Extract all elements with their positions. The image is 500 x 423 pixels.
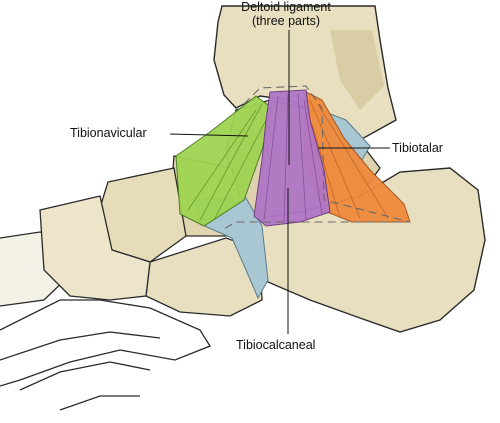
figure-subtitle: (three parts)	[251, 14, 321, 28]
tibionavicular-fibers	[187, 103, 267, 221]
figure-title: Deltoid ligament	[241, 0, 331, 14]
label-tibiotalar: Tibiotalar	[392, 141, 443, 155]
tibia-shading	[330, 30, 384, 110]
leader-lines	[169, 30, 390, 334]
dashed-outline	[221, 85, 411, 231]
metatarsal-bone	[39, 195, 151, 301]
label-tibionavicular: Tibionavicular	[70, 126, 147, 140]
label-tibiocalcaneal: Tibiocalcaneal	[236, 338, 316, 352]
leader-tibionavicular	[169, 133, 249, 137]
tibiocalcaneal-fibers	[263, 93, 323, 223]
tibiocalcaneal-ligament	[253, 89, 331, 227]
joint-capsule	[195, 197, 269, 300]
cuneiform-bone-lower	[145, 237, 263, 317]
